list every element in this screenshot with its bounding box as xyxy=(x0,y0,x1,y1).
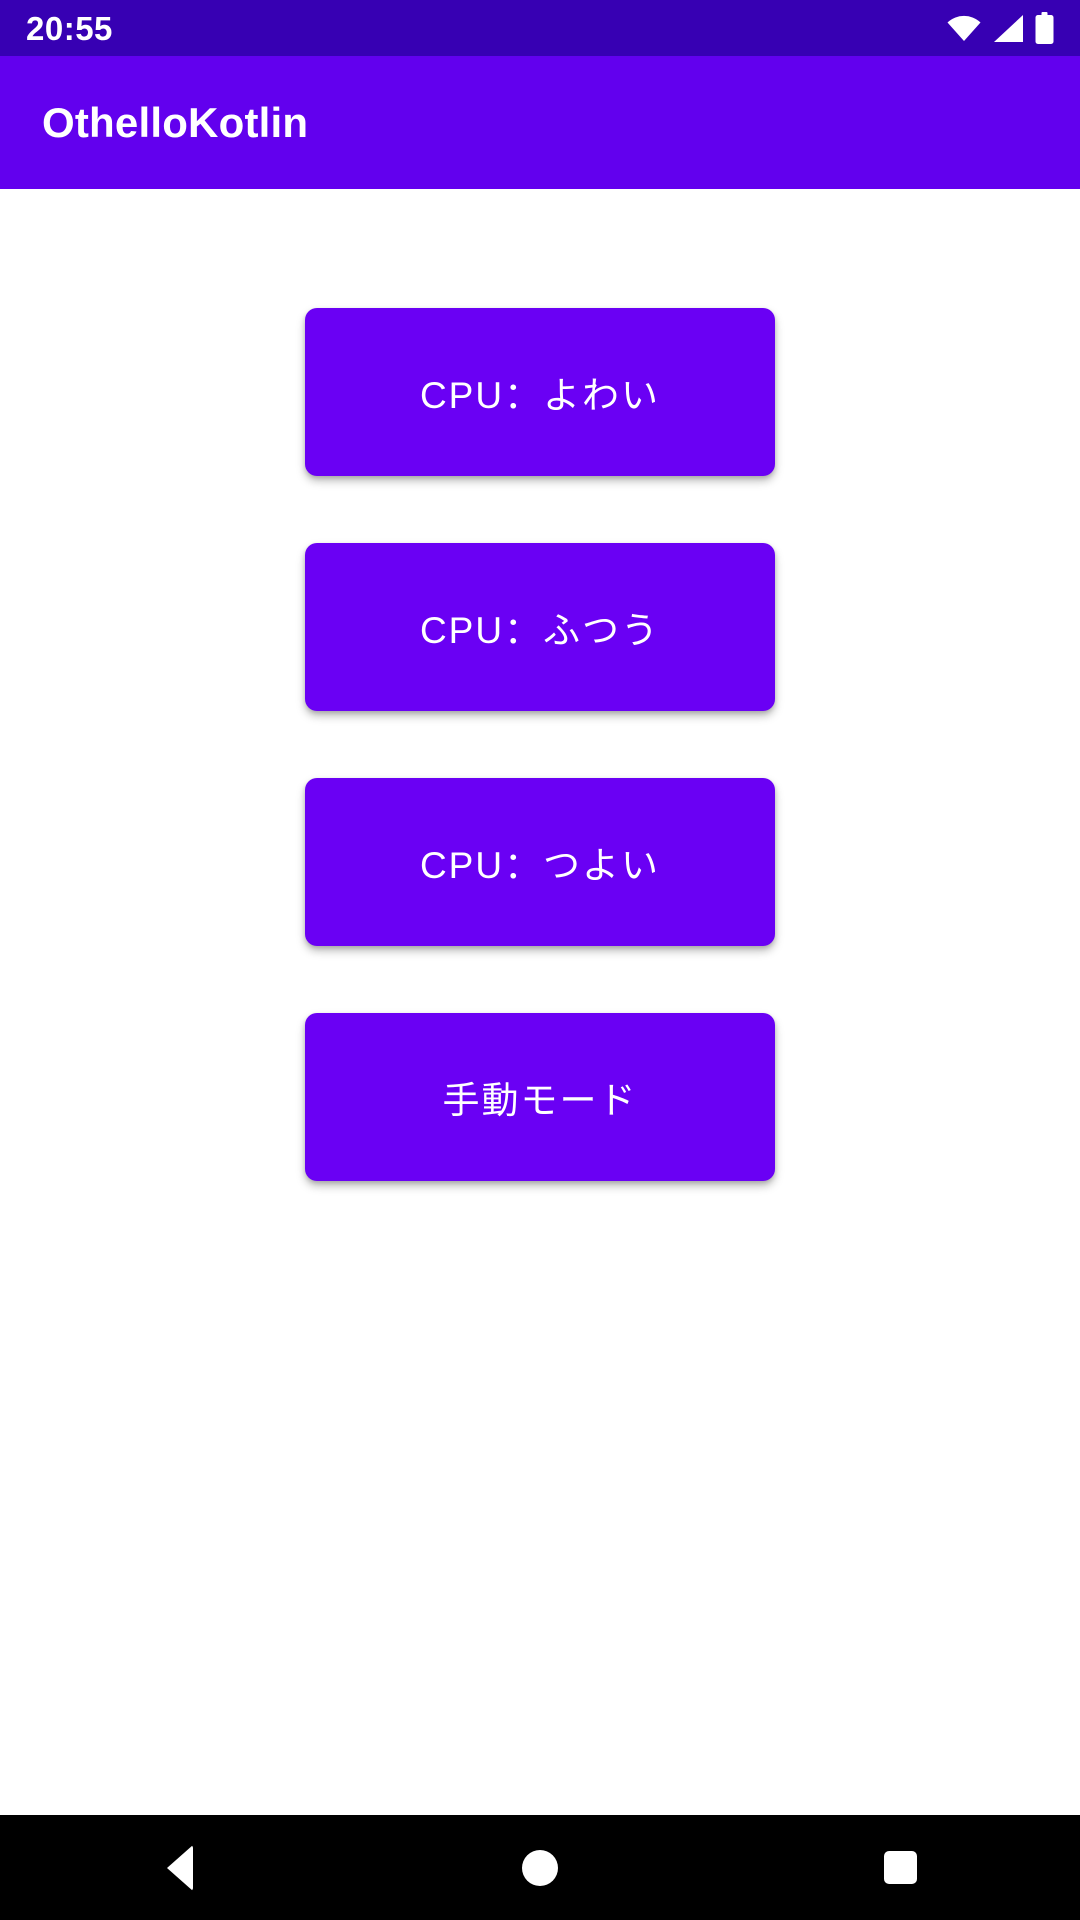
back-button[interactable] xyxy=(120,1815,240,1920)
navigation-bar xyxy=(0,1815,1080,1920)
battery-icon xyxy=(1035,12,1054,44)
cpu-strong-button[interactable]: CPU：つよい xyxy=(305,778,775,946)
status-bar-icons xyxy=(947,12,1054,44)
mode-button-list: CPU：よわい CPU：ふつう CPU：つよい 手動モード xyxy=(0,308,1080,1181)
page-title: OthelloKotlin xyxy=(42,98,309,146)
home-icon xyxy=(522,1849,558,1886)
signal-icon xyxy=(992,14,1024,42)
app-bar: OthelloKotlin xyxy=(0,56,1080,189)
back-icon xyxy=(167,1844,193,1891)
home-button[interactable] xyxy=(480,1815,600,1920)
manual-mode-button[interactable]: 手動モード xyxy=(305,1013,775,1181)
recents-button[interactable] xyxy=(840,1815,960,1920)
status-bar: 20:55 xyxy=(0,0,1080,56)
main-content: CPU：よわい CPU：ふつう CPU：つよい 手動モード xyxy=(0,189,1080,1815)
status-bar-clock: 20:55 xyxy=(26,9,113,47)
recents-icon xyxy=(883,1851,917,1884)
cpu-weak-button[interactable]: CPU：よわい xyxy=(305,308,775,476)
cpu-normal-button[interactable]: CPU：ふつう xyxy=(305,543,775,711)
wifi-icon xyxy=(947,15,981,41)
